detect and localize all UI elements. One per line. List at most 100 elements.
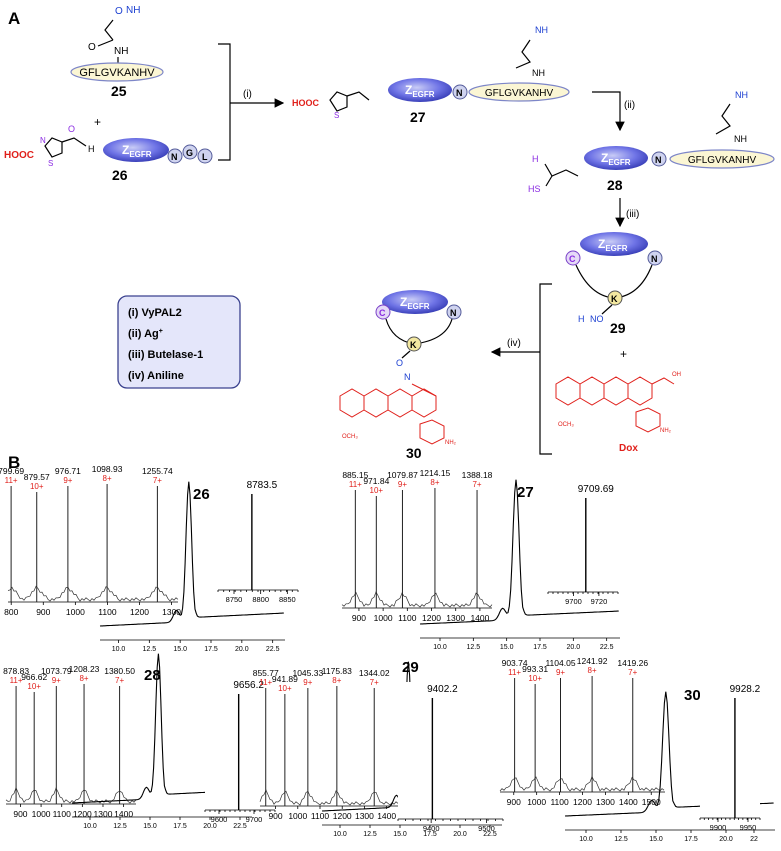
ms-tick-label: 1300 bbox=[94, 809, 113, 819]
spectrum-compound-label: 30 bbox=[684, 687, 701, 704]
deconv-tick-label: 9500 bbox=[478, 824, 495, 833]
res-l-26: L bbox=[202, 152, 208, 162]
deconv-background bbox=[398, 682, 503, 819]
hplc-tick-label: 15.0 bbox=[649, 836, 663, 843]
ms-peak-mz: 1344.02 bbox=[359, 668, 390, 678]
deconv-background bbox=[548, 482, 618, 592]
hplc-tick-label: 20.0 bbox=[235, 646, 249, 653]
hplc-tick-label: 12.5 bbox=[363, 831, 377, 838]
plus-sign: + bbox=[94, 115, 101, 129]
amide-h-26: H bbox=[88, 144, 95, 154]
zegfr-label-26: ZEGFR bbox=[122, 143, 152, 159]
ms-peak-charge: 8+ bbox=[430, 478, 439, 487]
dox-och3: OCH₃ bbox=[558, 422, 574, 428]
zegfr-label-28: ZEGFR bbox=[601, 151, 631, 167]
ms-peak-charge: 7+ bbox=[153, 476, 162, 485]
ms-peak-charge: 8+ bbox=[103, 474, 112, 483]
peptide-oval-28 bbox=[669, 149, 775, 169]
ms-peak-charge: 9+ bbox=[63, 476, 72, 485]
ms-peak-mz: 1419.26 bbox=[617, 658, 648, 668]
ms-tick-label: 900 bbox=[352, 613, 366, 623]
deconv-background bbox=[205, 678, 275, 810]
ms-noise-trace bbox=[341, 591, 493, 608]
deconv-tick-label: 9700 bbox=[246, 815, 263, 824]
ms-peak-charge: 7+ bbox=[628, 668, 637, 677]
ms-peak-mz: 1175.83 bbox=[322, 666, 352, 676]
compound-28: H HS ZEGFR N GFLGVKANHV NH NH 28 bbox=[528, 90, 775, 194]
ms-tick-label: 1500 bbox=[642, 797, 661, 807]
ms-tick-label: 900 bbox=[13, 809, 27, 819]
ms-tick-label: 1300 bbox=[355, 811, 374, 821]
hooc-label-26: HOOC bbox=[4, 150, 34, 161]
ms-peak-charge: 8+ bbox=[332, 676, 341, 685]
ms-peak-mz: 1208.23 bbox=[69, 664, 100, 674]
ms-peak-charge: 7+ bbox=[472, 480, 481, 489]
ms-tick-label: 1100 bbox=[311, 811, 330, 821]
carbonyl-o-25: O bbox=[88, 42, 96, 53]
ms-peak-charge: 11+ bbox=[349, 480, 362, 489]
step-iv: (iv) bbox=[507, 338, 521, 349]
ms-peak-mz: 879.57 bbox=[24, 472, 50, 482]
legend-item-iii: (iii) Butelase-1 bbox=[128, 349, 203, 361]
hplc-tick-label: 15.0 bbox=[393, 831, 407, 838]
peptide-seq-25: GFLGVKANHV bbox=[79, 67, 155, 79]
ms-tick-label: 900 bbox=[268, 811, 282, 821]
ms-peak-mz: 885.15 bbox=[342, 470, 368, 480]
ms-peak-charge: 10+ bbox=[278, 684, 292, 693]
ms-peak-mz: 1079.87 bbox=[387, 470, 418, 480]
spectrum-panel-26: 799.6911+879.5710+976.719+1098.938+1255.… bbox=[0, 464, 299, 653]
compound-29: ZEGFR C N K H NO 29 bbox=[565, 232, 663, 336]
zegfr-label-30: ZEGFR bbox=[400, 295, 430, 311]
ms-tick-label: 1200 bbox=[573, 797, 592, 807]
ms-peak-mz: 855.77 bbox=[253, 668, 279, 678]
hplc-tick-label: 22.5 bbox=[266, 646, 280, 653]
deconv-tick-label: 9950 bbox=[740, 823, 757, 832]
ms-peak-charge: 8+ bbox=[79, 674, 88, 683]
ms-peak-charge: 9+ bbox=[52, 676, 61, 685]
c30-och3: OCH₃ bbox=[342, 434, 358, 440]
hplc-tick-label: 10.0 bbox=[433, 644, 447, 651]
ms-tick-label: 1100 bbox=[53, 809, 72, 819]
ms-peak-mz: 1098.93 bbox=[92, 464, 123, 474]
ms-tick-label: 1200 bbox=[73, 809, 92, 819]
hplc-tick-label: 12.5 bbox=[143, 646, 157, 653]
aminooxy-label: O bbox=[115, 6, 123, 17]
deconv-mass-label: 8783.5 bbox=[247, 480, 278, 491]
ms-peak-charge: 11+ bbox=[10, 676, 23, 685]
compound-number-28: 28 bbox=[607, 177, 623, 193]
deconv-tick-label: 8800 bbox=[252, 595, 269, 604]
res-k-30: K bbox=[410, 340, 417, 350]
hplc-tick-label: 15.0 bbox=[173, 646, 187, 653]
zegfr-domain-27 bbox=[388, 78, 452, 102]
ms-peak-mz: 1045.33 bbox=[292, 668, 323, 678]
zegfr-domain-26 bbox=[103, 138, 169, 162]
res-g-26: G bbox=[186, 148, 193, 158]
legend-item-ii: (ii) Ag+ bbox=[128, 328, 163, 340]
ms-tick-label: 900 bbox=[507, 797, 521, 807]
reagent-legend: (i) VyPAL2 (ii) Ag+ (iii) Butelase-1 (iv… bbox=[117, 295, 241, 389]
deconv-mass-label: 9709.69 bbox=[578, 484, 615, 495]
res-n-26: N bbox=[171, 152, 178, 162]
peptide-seq-28: GFLGVKANHV bbox=[688, 155, 757, 166]
hplc-tick-label: 15.0 bbox=[143, 823, 157, 830]
compound-number-30: 30 bbox=[406, 445, 422, 461]
ms-peak-charge: 10+ bbox=[30, 482, 44, 491]
ms-peak-charge: 11+ bbox=[259, 678, 272, 687]
hplc-tick-label: 22.5 bbox=[233, 823, 247, 830]
plus-sign-2: + bbox=[620, 347, 627, 361]
step-iii: (iii) bbox=[626, 209, 639, 220]
hplc-tick-label: 12.5 bbox=[614, 836, 628, 843]
legend-item-i: (i) VyPAL2 bbox=[128, 307, 182, 319]
ms-peak-mz: 976.71 bbox=[55, 466, 81, 476]
ms-peak-mz: 1104.05 bbox=[545, 658, 575, 668]
compound-number-25: 25 bbox=[111, 83, 127, 99]
ms-tick-label: 1200 bbox=[130, 607, 149, 617]
deconv-tick-label: 8750 bbox=[226, 595, 243, 604]
deconv-tick-label: 9700 bbox=[565, 597, 582, 606]
ms-noise-trace bbox=[499, 775, 665, 792]
oxime-o-30: O bbox=[396, 358, 403, 368]
ms-peak-mz: 878.83 bbox=[3, 666, 29, 676]
deconv-background bbox=[218, 478, 298, 590]
ms-tick-label: 1400 bbox=[619, 797, 638, 807]
